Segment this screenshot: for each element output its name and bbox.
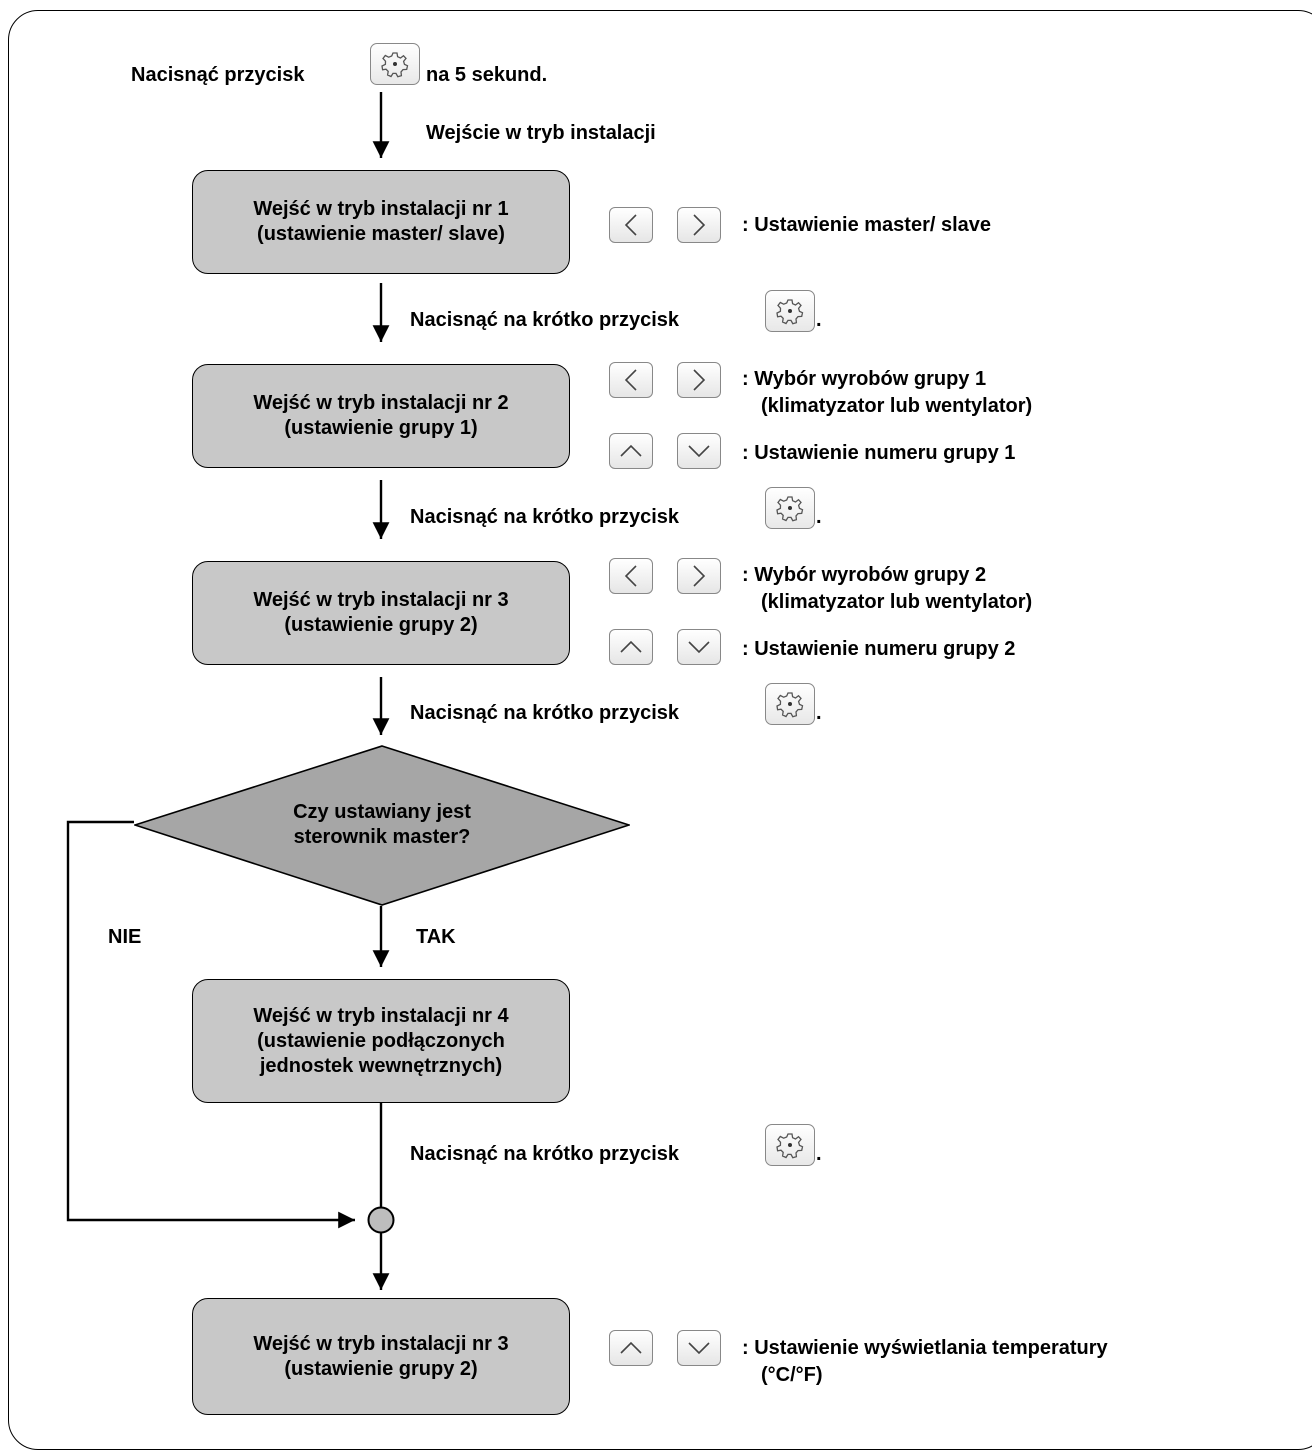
mode5-box: Wejść w tryb instalacji nr 3 (ustawienie… — [192, 1298, 570, 1415]
chevron-right-icon — [693, 369, 706, 391]
short-press-4-period: . — [816, 1143, 822, 1165]
junction-node — [367, 1206, 395, 1234]
enter-installation-label: Wejście w tryb instalacji — [426, 122, 656, 144]
gear-icon — [776, 496, 804, 522]
left-button[interactable] — [609, 558, 653, 594]
no-branch-line — [66, 820, 355, 1229]
start-duration: na 5 sekund. — [426, 64, 548, 86]
mode1-lr-description: : Ustawienie master/ slave — [742, 214, 992, 236]
short-press-1-period: . — [816, 309, 822, 331]
mode2-lr-description: : Wybór wyrobów grupy 1 (klimatyzator lu… — [742, 368, 1033, 417]
chevron-left-icon — [624, 369, 637, 391]
mode3-title: Wejść w tryb instalacji nr 3 — [253, 589, 509, 611]
chevron-down-icon — [688, 641, 710, 654]
no-label: NIE — [108, 926, 142, 948]
short-press-3: Nacisnąć na krótko przycisk — [410, 702, 680, 724]
gear-icon — [776, 1133, 804, 1159]
mode4-title: Wejść w tryb instalacji nr 4 — [253, 1004, 509, 1027]
chevron-up-icon — [620, 1341, 642, 1354]
mode5-ud-description: : Ustawienie wyświetlania temperatury (°… — [742, 1337, 1108, 1386]
settings-button[interactable] — [765, 290, 815, 332]
chevron-down-icon — [688, 445, 710, 458]
settings-button[interactable] — [370, 43, 420, 85]
mode2-title: Wejść w tryb instalacji nr 2 — [253, 392, 509, 414]
chevron-left-icon — [624, 214, 637, 236]
chevron-left-icon — [624, 565, 637, 587]
gear-icon — [381, 52, 409, 78]
decision-line1: Czy ustawiany jest — [293, 801, 471, 823]
short-press-3-period: . — [816, 702, 822, 724]
chevron-right-icon — [693, 565, 706, 587]
short-press-4: Nacisnąć na krótko przycisk — [410, 1143, 680, 1165]
decision-text: Czy ustawiany jest sterownik master? — [190, 800, 574, 850]
mode2-box: Wejść w tryb instalacji nr 2 (ustawienie… — [192, 364, 570, 468]
yes-label: TAK — [416, 926, 456, 948]
settings-button[interactable] — [765, 487, 815, 529]
short-press-2-period: . — [816, 506, 822, 528]
gear-icon — [776, 299, 804, 325]
mode5-title: Wejść w tryb instalacji nr 3 — [253, 1332, 509, 1355]
mode2-ud-description: : Ustawienie numeru grupy 1 — [742, 442, 1016, 464]
mode3-lr-description: : Wybór wyrobów grupy 2 (klimatyzator lu… — [742, 564, 1033, 613]
up-button[interactable] — [609, 1330, 653, 1366]
settings-button[interactable] — [765, 683, 815, 725]
chevron-right-icon — [693, 214, 706, 236]
down-button[interactable] — [677, 433, 721, 469]
mode1-title: Wejść w tryb instalacji nr 1 — [253, 198, 509, 220]
mode3-subtitle: (ustawienie grupy 2) — [284, 614, 478, 636]
up-button[interactable] — [609, 433, 653, 469]
down-button[interactable] — [677, 1330, 721, 1366]
up-button[interactable] — [609, 629, 653, 665]
short-press-2: Nacisnąć na krótko przycisk — [410, 506, 680, 528]
mode5-subtitle: (ustawienie grupy 2) — [284, 1357, 478, 1380]
gear-icon — [776, 692, 804, 718]
right-button[interactable] — [677, 207, 721, 243]
chevron-up-icon — [620, 640, 642, 653]
decision-diamond — [134, 745, 630, 906]
mode3-ud-description: : Ustawienie numeru grupy 2 — [742, 638, 1016, 660]
start-instruction: Nacisnąć przycisk — [131, 64, 305, 86]
chevron-down-icon — [688, 1342, 710, 1355]
left-button[interactable] — [609, 207, 653, 243]
mode1-subtitle: (ustawienie master/ slave) — [257, 223, 505, 245]
mode1-box: Wejść w tryb instalacji nr 1 (ustawienie… — [192, 170, 570, 274]
right-button[interactable] — [677, 362, 721, 398]
right-button[interactable] — [677, 558, 721, 594]
mode3-box: Wejść w tryb instalacji nr 3 (ustawienie… — [192, 561, 570, 665]
decision-line2: sterownik master? — [293, 826, 471, 848]
left-button[interactable] — [609, 362, 653, 398]
settings-button[interactable] — [765, 1124, 815, 1166]
mode4-box: Wejść w tryb instalacji nr 4 (ustawienie… — [192, 979, 570, 1103]
down-button[interactable] — [677, 629, 721, 665]
short-press-1: Nacisnąć na krótko przycisk — [410, 309, 680, 331]
chevron-up-icon — [620, 444, 642, 457]
mode4-subtitle-cont: jednostek wewnętrznych) — [259, 1054, 503, 1077]
mode4-subtitle: (ustawienie podłączonych — [257, 1029, 505, 1052]
mode2-subtitle: (ustawienie grupy 1) — [284, 417, 478, 439]
